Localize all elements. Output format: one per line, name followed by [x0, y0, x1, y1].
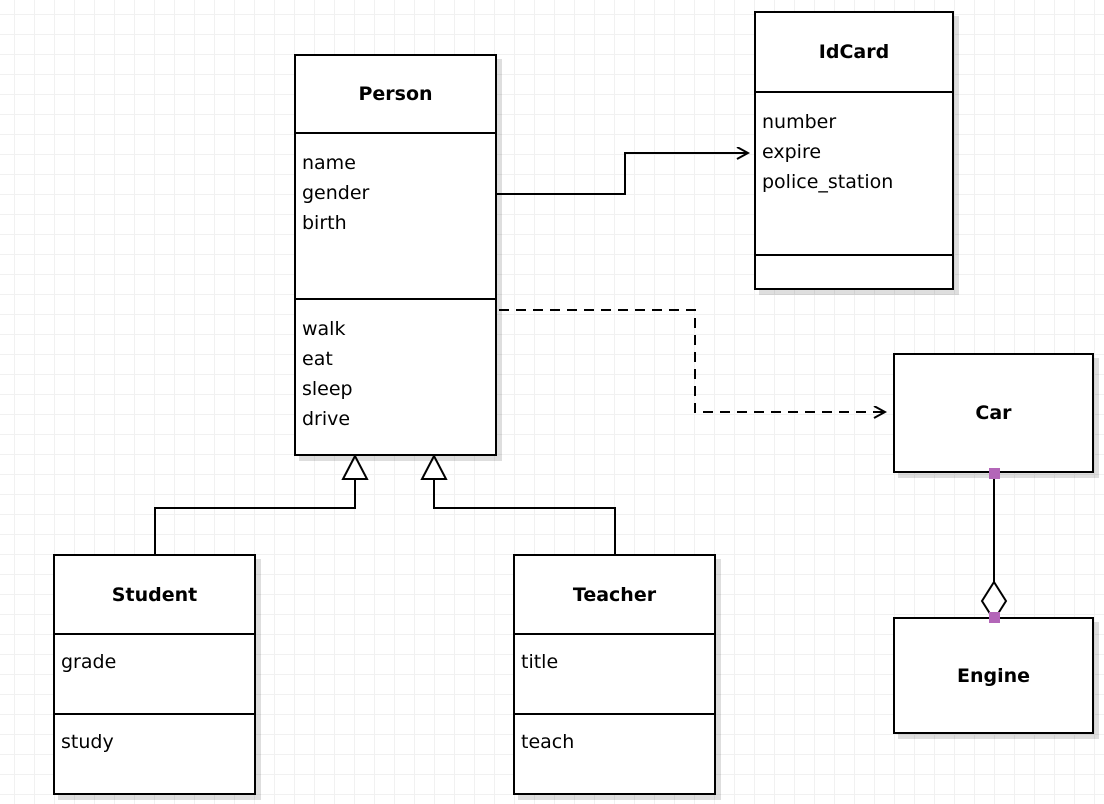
operation-item: drive	[302, 408, 351, 430]
attribute-item: gender	[302, 182, 370, 204]
attribute-item: name	[302, 152, 356, 174]
class-attributes-student: grade	[55, 633, 254, 713]
class-box-teacher[interactable]: Teacher title teach	[513, 554, 716, 795]
edge-teacher-person	[420, 453, 616, 554]
class-title-person: Person	[358, 83, 433, 105]
class-title-car: Car	[975, 402, 1012, 424]
edge-car-engine	[980, 473, 1008, 622]
class-box-car[interactable]: Car	[893, 353, 1094, 473]
connector-endpoint-car-bottom[interactable]	[989, 468, 1000, 479]
class-box-idcard[interactable]: IdCard number expire police_station	[754, 11, 954, 290]
operation-item: eat	[302, 348, 333, 370]
attribute-item: number	[762, 111, 837, 133]
edge-person-idcard	[497, 153, 748, 195]
class-attributes-idcard: number expire police_station	[756, 91, 952, 254]
class-title-student: Student	[111, 583, 198, 606]
connector-endpoint-engine-top[interactable]	[989, 612, 1000, 623]
attribute-item: title	[521, 651, 559, 673]
operation-item: teach	[521, 731, 575, 753]
class-box-person[interactable]: Person name gender birth walk eat sleep …	[294, 54, 497, 456]
class-operations-person: walk eat sleep drive	[296, 298, 495, 454]
class-box-student[interactable]: Student grade study	[53, 554, 256, 795]
class-title-engine: Engine	[956, 664, 1031, 687]
attribute-item: birth	[302, 212, 347, 234]
class-box-engine[interactable]: Engine	[893, 617, 1094, 734]
class-operations-idcard	[756, 254, 952, 288]
class-title-teacher: Teacher	[572, 583, 657, 606]
class-attributes-teacher: title	[515, 633, 714, 713]
class-attributes-person: name gender birth	[296, 132, 495, 298]
edge-person-car	[499, 309, 885, 412]
operation-item: walk	[302, 318, 346, 340]
class-operations-student: study	[55, 713, 254, 793]
attribute-item: police_station	[762, 171, 894, 193]
attribute-item: grade	[61, 651, 117, 673]
operation-item: study	[61, 731, 114, 753]
operation-item: sleep	[302, 378, 353, 400]
edge-student-person	[154, 453, 369, 554]
attribute-item: expire	[762, 141, 822, 163]
class-title-idcard: IdCard	[818, 41, 890, 63]
class-operations-teacher: teach	[515, 713, 714, 793]
